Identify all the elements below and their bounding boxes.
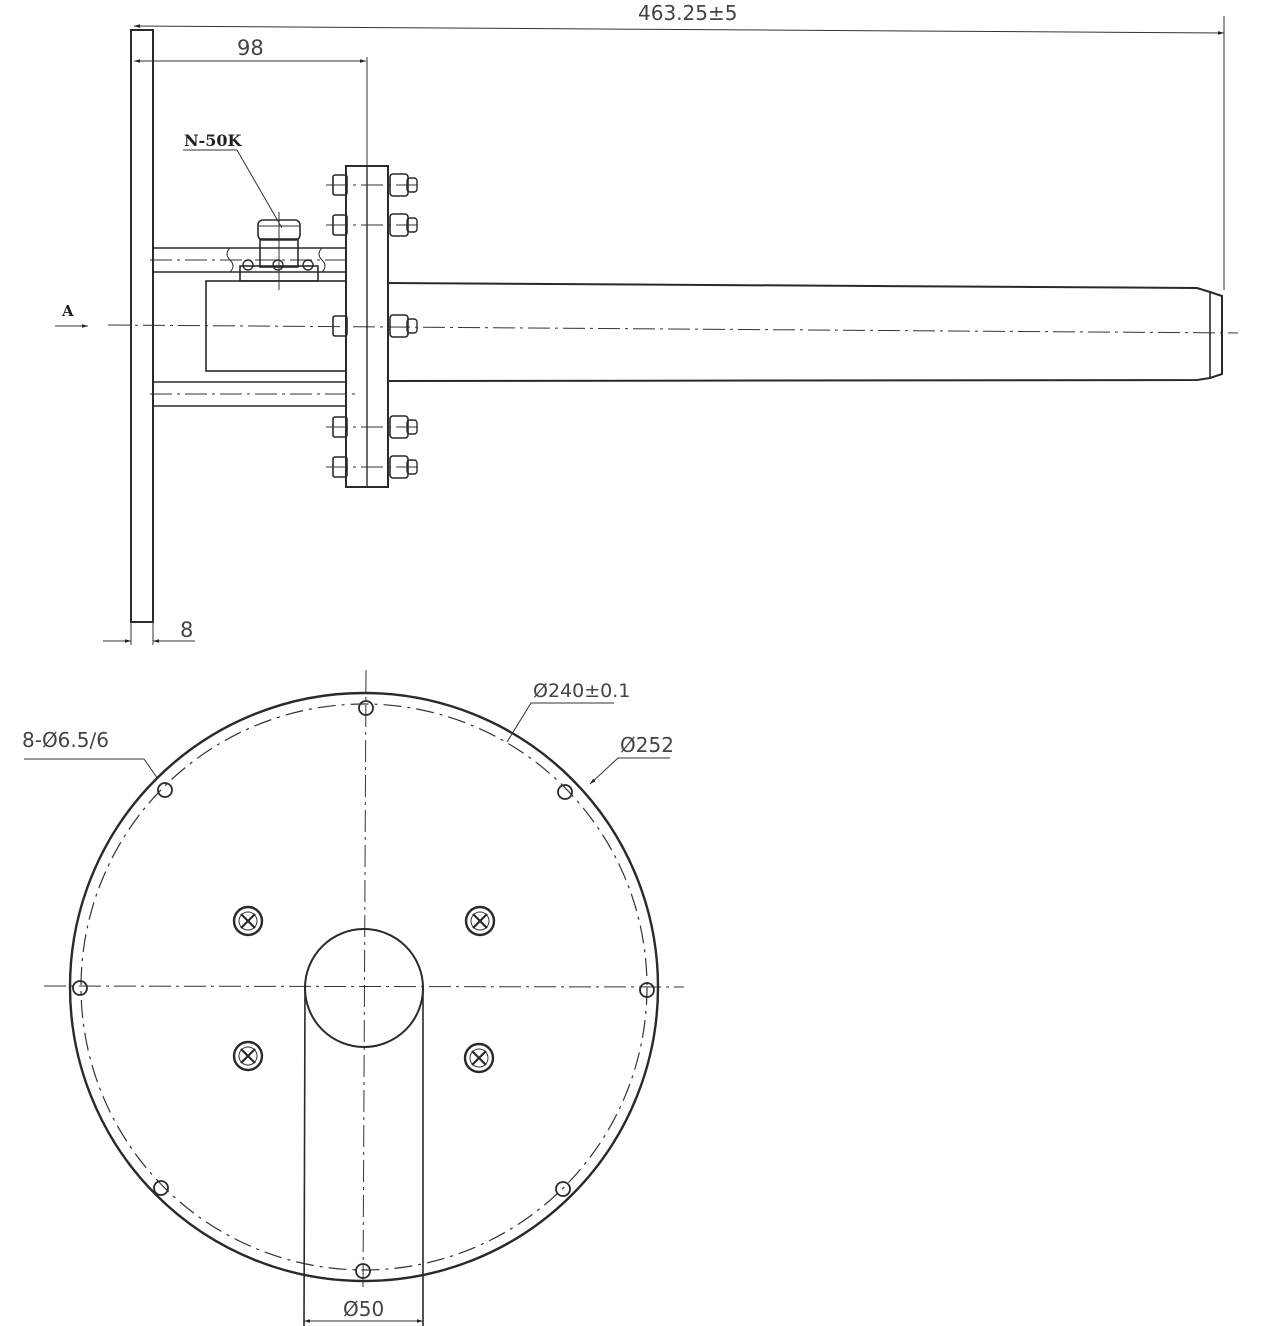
screws	[232, 905, 496, 1074]
outer-diameter-label: Ø252	[620, 733, 674, 757]
central-tube	[303, 928, 424, 1326]
screw-icon	[232, 1040, 264, 1072]
mounting-hole	[639, 982, 655, 998]
front-view: Ø50 8-Ø6.5∕6 Ø240±0.1 Ø252	[22, 669, 685, 1326]
screw-icon	[463, 1042, 495, 1074]
flange	[345, 165, 389, 488]
view-arrow-label: A	[61, 302, 74, 320]
screw-icon	[464, 905, 496, 937]
main-axis-centerline	[107, 324, 1239, 334]
radome-tube	[387, 282, 1223, 382]
bolt	[326, 415, 422, 439]
mounting-hole	[555, 1181, 571, 1197]
vertical-centerline	[362, 669, 367, 1291]
connector-label: N-50K	[184, 131, 243, 150]
screw-icon	[232, 905, 264, 937]
hole-callout-label: 8-Ø6.5∕6	[22, 728, 109, 752]
mounting-hole	[355, 1263, 371, 1279]
mounting-hole	[153, 1180, 169, 1196]
bolt-circle-label: Ø240±0.1	[533, 680, 630, 702]
bolt	[326, 173, 422, 197]
flange-offset-label: 98	[237, 36, 264, 60]
n-type-connector: N-50K	[183, 131, 319, 290]
tube-diameter-dimension: Ø50	[304, 1297, 423, 1323]
hole-callout: 8-Ø6.5∕6	[22, 728, 159, 780]
lower-rail	[150, 381, 358, 407]
mounting-hole	[358, 700, 374, 716]
side-view: 463.25±5 98 8	[55, 1, 1239, 645]
mounting-plate	[130, 29, 154, 623]
mounting-hole	[557, 784, 573, 800]
view-a-indicator: A	[55, 302, 88, 328]
mounting-hole	[157, 782, 173, 798]
flange-bolts	[326, 173, 422, 479]
tube-diameter-label: Ø50	[343, 1297, 384, 1321]
bolt	[326, 213, 422, 237]
flange-offset-dimension: 98	[134, 36, 368, 170]
plate-thickness-dimension: 8	[103, 618, 195, 645]
bolt-circle-callout: Ø240±0.1	[506, 680, 630, 743]
outer-diameter-callout: Ø252	[589, 733, 674, 785]
mounting-hole	[72, 980, 88, 996]
overall-length-dimension: 463.25±5	[133, 1, 1225, 290]
bolt	[332, 314, 418, 338]
overall-length-label: 463.25±5	[638, 1, 737, 25]
mounting-holes	[72, 700, 655, 1279]
bolt	[326, 455, 422, 479]
plate-thickness-label: 8	[180, 618, 193, 642]
